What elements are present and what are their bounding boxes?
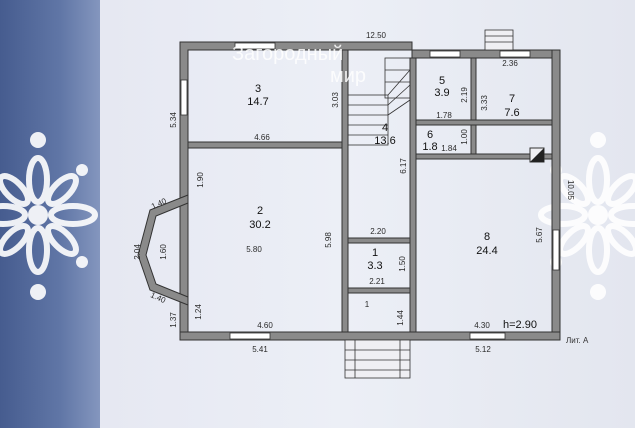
dim-label: 2.36 (502, 59, 518, 68)
room-number: 3 (255, 83, 261, 95)
entry-steps (344, 339, 411, 379)
dim-label: 5.98 (324, 232, 333, 248)
dim-label: 5.80 (246, 245, 262, 254)
lit-label: Лит. А (566, 336, 589, 345)
dim-label: 4.66 (254, 133, 270, 142)
dim-label: 1.78 (436, 111, 452, 120)
room-2-label: 2 30.2 (249, 205, 270, 231)
dim-label: 2.19 (460, 87, 469, 103)
room-number: 7 (509, 93, 515, 105)
interior-walls (187, 49, 553, 333)
dim-label: 2.21 (369, 277, 385, 286)
dim-label: 4.30 (474, 321, 490, 330)
room-number: 6 (427, 129, 433, 141)
room-3-label: 3 14.7 (247, 83, 268, 108)
room-number: 8 (484, 231, 490, 243)
dim-label: 5.12 (475, 345, 491, 354)
dim-label: 5.67 (535, 227, 544, 243)
boiler-symbol (529, 147, 545, 163)
dim-label: 4.60 (257, 321, 273, 330)
windows (180, 42, 560, 340)
watermark-line2: мир (330, 65, 366, 87)
room-4-label: 4 13.6 (374, 122, 395, 147)
room-area: 30.2 (249, 219, 270, 231)
room-area: 24.4 (476, 245, 497, 257)
room-number: 4 (382, 122, 388, 134)
room-number: 5 (439, 75, 445, 87)
room-1-label: 1 3.3 (367, 247, 382, 272)
dim-label: 1.84 (441, 144, 457, 153)
watermark-line1: Загородный (232, 43, 343, 65)
ceiling-height: h=2.90 (503, 319, 537, 331)
dim-label: 1 (365, 300, 370, 309)
room-area: 7.6 (504, 107, 519, 119)
dim-label: 3.33 (480, 95, 489, 111)
dim-label: 1.00 (460, 129, 469, 145)
ornament-right (538, 132, 635, 300)
room-8-label: 8 24.4 (476, 231, 497, 257)
ornament-left (0, 132, 98, 300)
dim-label: 1.60 (159, 244, 168, 260)
dim-label: 2.04 (133, 244, 142, 260)
dim-label: 1.44 (396, 310, 405, 326)
dimension-labels: 12.50 2.36 5.34 3.03 2.19 3.33 1.78 1.00… (133, 31, 575, 354)
room-number: 2 (257, 205, 263, 217)
dim-label: 1.50 (398, 256, 407, 272)
dim-label: 3.03 (331, 92, 340, 108)
staircase (347, 57, 411, 146)
top-steps (484, 29, 514, 51)
room-5-label: 5 3.9 (434, 75, 449, 99)
dim-label: 10.05 (566, 180, 575, 201)
dim-label: 5.34 (169, 112, 178, 128)
room-area: 13.6 (374, 135, 395, 147)
room-area: 1.8 (422, 141, 437, 153)
room-number: 1 (372, 247, 378, 259)
dim-label: 1.37 (169, 312, 178, 328)
dim-label: 5.41 (252, 345, 268, 354)
dim-label: 1.24 (194, 304, 203, 320)
room-area: 3.3 (367, 260, 382, 272)
dim-label: 2.20 (370, 227, 386, 236)
room-6-label: 6 1.8 (422, 129, 437, 153)
dim-top-total: 12.50 (366, 31, 387, 40)
dim-label: 6.17 (399, 158, 408, 174)
room-area: 14.7 (247, 96, 268, 108)
dim-label: 1.90 (196, 172, 205, 188)
room-area: 3.9 (434, 87, 449, 99)
room-7-label: 7 7.6 (504, 93, 519, 119)
